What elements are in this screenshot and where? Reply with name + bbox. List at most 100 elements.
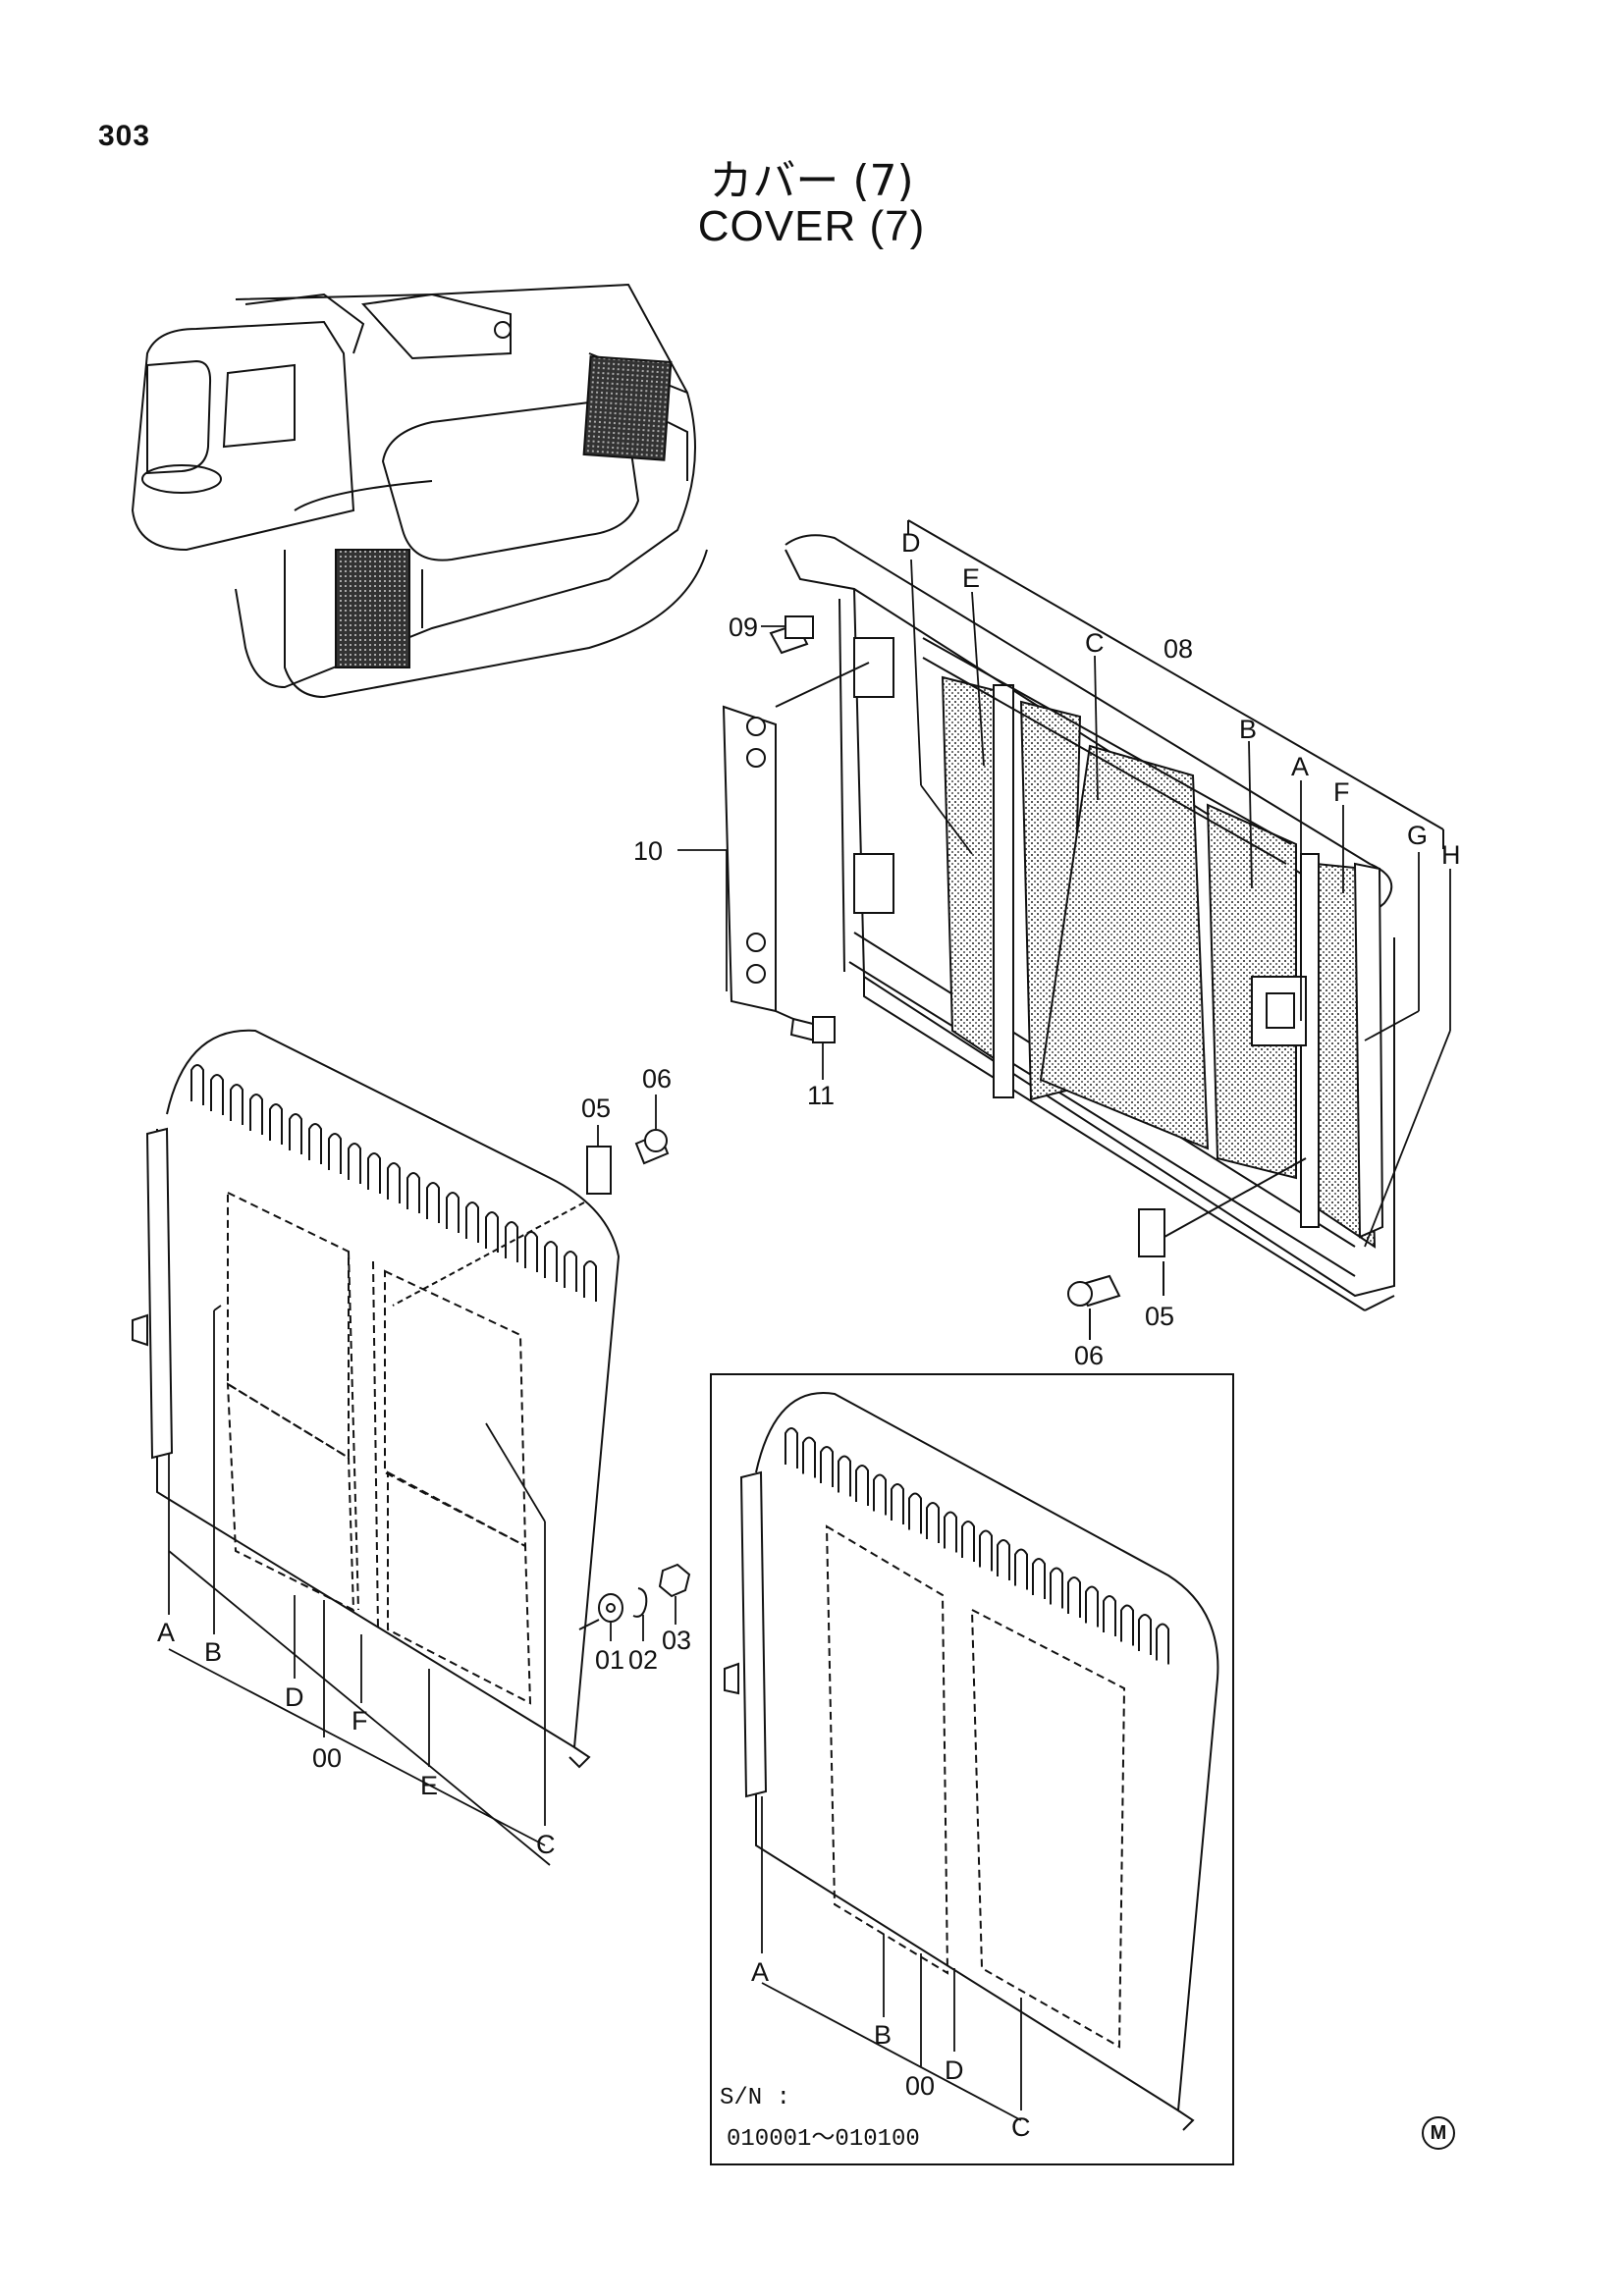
label-08: 08 — [1163, 634, 1193, 664]
vent-slot — [505, 1221, 518, 1262]
vent-slot — [855, 1465, 869, 1506]
label-C-inset: C — [1011, 2112, 1031, 2142]
serial-range: 010001～010100 — [727, 2126, 920, 2153]
vent-slot — [210, 1074, 224, 1115]
page-number: 303 — [98, 120, 151, 152]
label-11: 11 — [807, 1081, 835, 1110]
left-hardware-leaders — [597, 1095, 676, 1641]
vent-slot — [1032, 1558, 1046, 1599]
label-D-left: D — [285, 1682, 304, 1712]
label-06-right: 06 — [1074, 1341, 1104, 1370]
vent-slot — [387, 1162, 401, 1203]
vent-slot — [784, 1427, 798, 1468]
label-D-upper: D — [901, 528, 921, 558]
inset-panels — [825, 1524, 1126, 2049]
vent-slot — [583, 1260, 597, 1302]
lower-left-labels: A B D F 00 E C — [157, 1618, 556, 1859]
label-05-right: 05 — [1145, 1302, 1174, 1331]
vent-slot — [838, 1455, 851, 1497]
vent-slot — [979, 1529, 993, 1572]
label-G-upper: G — [1407, 821, 1428, 850]
vent-slot — [544, 1241, 558, 1282]
vent-slot — [820, 1446, 834, 1487]
label-B-inset: B — [874, 2020, 892, 2050]
label-10: 10 — [633, 836, 663, 866]
vent-slot — [1050, 1567, 1063, 1609]
vent-slot — [426, 1182, 440, 1223]
label-A-left: A — [157, 1618, 175, 1647]
vent-slot — [485, 1211, 499, 1253]
vent-slot — [926, 1502, 940, 1543]
lower-left-leaders — [168, 1305, 551, 1866]
vent-slot — [1085, 1585, 1099, 1628]
vent-slot — [1156, 1623, 1169, 1665]
vent-slot — [446, 1192, 460, 1233]
vent-slot — [873, 1473, 887, 1516]
vent-slot — [289, 1113, 302, 1154]
label-C-upper: C — [1085, 628, 1105, 658]
vent-slot — [908, 1492, 922, 1534]
label-F-upper: F — [1333, 777, 1350, 807]
right-hardware — [1067, 1157, 1307, 1340]
label-00-inset: 00 — [905, 2071, 935, 2101]
label-05-left: 05 — [581, 1094, 611, 1123]
vent-slot — [1067, 1576, 1081, 1618]
label-02: 02 — [628, 1645, 658, 1675]
vent-slot — [328, 1133, 342, 1174]
label-C-left: C — [536, 1830, 556, 1859]
vent-slot — [367, 1152, 381, 1194]
lower-left-cover — [132, 1029, 621, 1769]
vent-slot — [944, 1511, 957, 1553]
vent-slot — [348, 1143, 361, 1184]
label-E-upper: E — [962, 563, 980, 593]
inset-slots — [784, 1427, 1169, 1665]
label-H-upper: H — [1441, 840, 1461, 870]
upper-cover-frame — [784, 519, 1444, 1311]
bolt-11 — [789, 1016, 836, 1043]
vent-slot — [961, 1521, 975, 1562]
label-09: 09 — [729, 613, 758, 642]
vent-slot — [308, 1123, 322, 1164]
vent-slot — [997, 1539, 1010, 1580]
left-hardware — [392, 1129, 691, 1630]
label-D-inset: D — [945, 2056, 964, 2085]
maker-mark-icon: M — [1422, 2116, 1455, 2150]
vent-slot — [269, 1103, 283, 1145]
bolt-09 — [769, 615, 814, 655]
machine-overview — [131, 283, 708, 699]
side-bracket-10 — [722, 662, 870, 1032]
hardware-labels: 05 06 05 06 01 02 03 — [581, 1064, 1174, 1675]
label-E-left: E — [420, 1771, 438, 1800]
vent-slot — [190, 1064, 204, 1105]
label-00-left: 00 — [312, 1743, 342, 1773]
inset-leaders — [761, 1796, 1022, 2121]
upper-leader-lines — [677, 559, 1451, 1248]
vent-slot — [524, 1231, 538, 1272]
serial-label: S/N : — [720, 2085, 790, 2111]
inset-frame — [710, 1373, 1234, 2165]
vent-slot — [891, 1483, 904, 1524]
vent-slot — [230, 1084, 243, 1125]
vent-slot — [1138, 1614, 1152, 1655]
label-03: 03 — [662, 1626, 691, 1655]
label-A-inset: A — [751, 1957, 769, 1987]
vent-slot — [465, 1201, 479, 1243]
label-B-upper: B — [1239, 715, 1257, 744]
upper-labels: 09 10 11 08 D E C B A F G H — [633, 528, 1461, 1110]
label-A-upper: A — [1291, 752, 1309, 781]
page-title-japanese: カバー (7) — [709, 156, 914, 206]
vent-slot — [564, 1251, 577, 1292]
page-title-english: COVER (7) — [697, 202, 926, 250]
vent-slot — [1120, 1604, 1134, 1646]
label-01: 01 — [595, 1645, 624, 1675]
vent-slot — [406, 1172, 420, 1213]
inset-labels: A B D 00 C S/N : 010001～010100 — [720, 1957, 1031, 2153]
label-B-left: B — [204, 1637, 222, 1667]
label-F-left: F — [352, 1706, 368, 1735]
lower-left-slots — [190, 1064, 597, 1302]
vent-slot — [802, 1436, 816, 1478]
vent-slot — [1014, 1548, 1028, 1590]
vent-slot — [249, 1094, 263, 1135]
vent-slot — [1103, 1595, 1116, 1636]
